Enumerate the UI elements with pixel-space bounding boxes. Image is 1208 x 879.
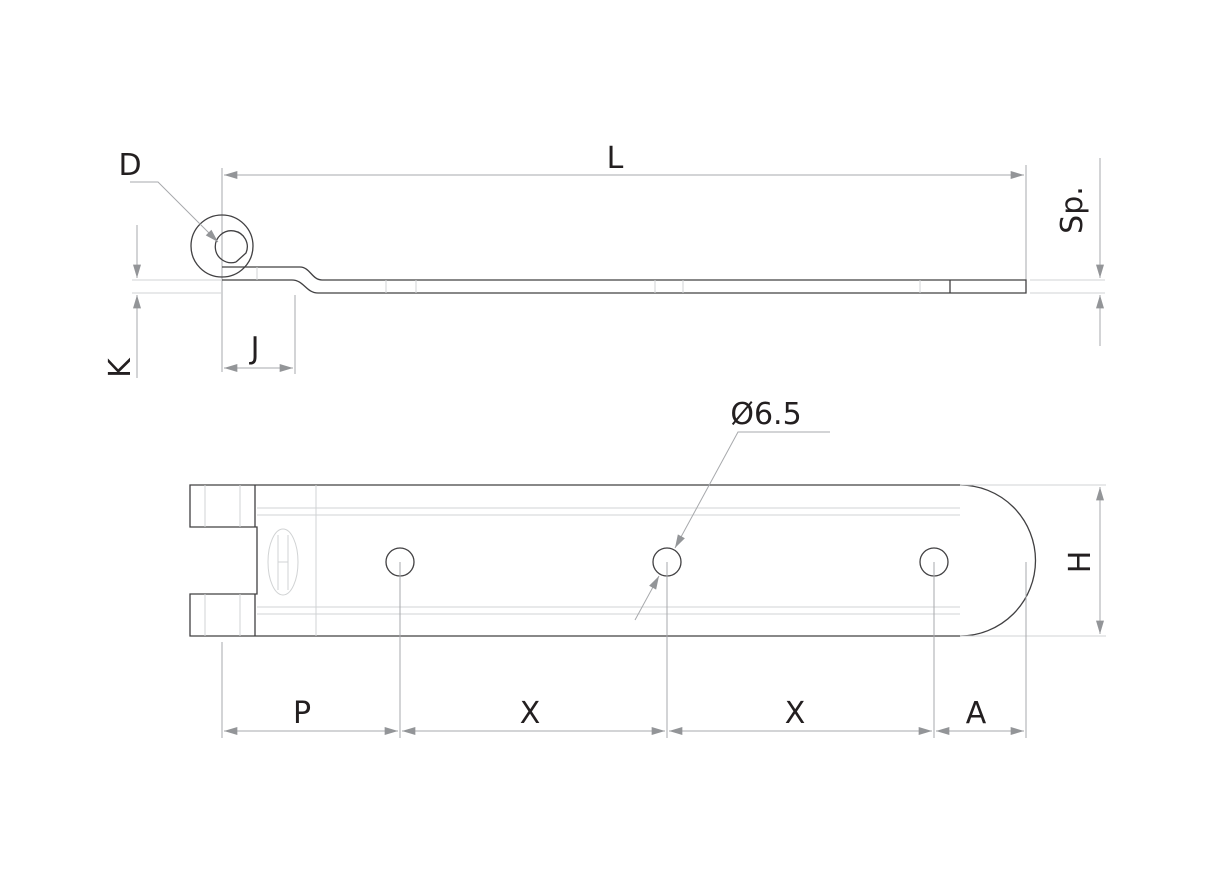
offset-label: K [103,357,138,378]
front-view: Ø6.5 H P X X A [189,397,1106,738]
diameter-leader [130,181,219,243]
first-pitch-label: P [293,696,311,731]
side-view: L D Sp. K J [103,141,1105,378]
height-label: H [1063,551,1098,574]
bend-label: J [249,331,260,366]
diameter-label: D [118,148,141,183]
pitch-label: X [520,696,541,731]
thickness-label: Sp. [1055,186,1090,234]
length-label: L [607,141,624,176]
pitch-label: X [785,696,806,731]
end-distance-label: A [966,696,987,731]
logo [267,528,299,596]
hole-diameter-label: Ø6.5 [730,397,801,432]
hinge-eye-outer [190,214,254,278]
